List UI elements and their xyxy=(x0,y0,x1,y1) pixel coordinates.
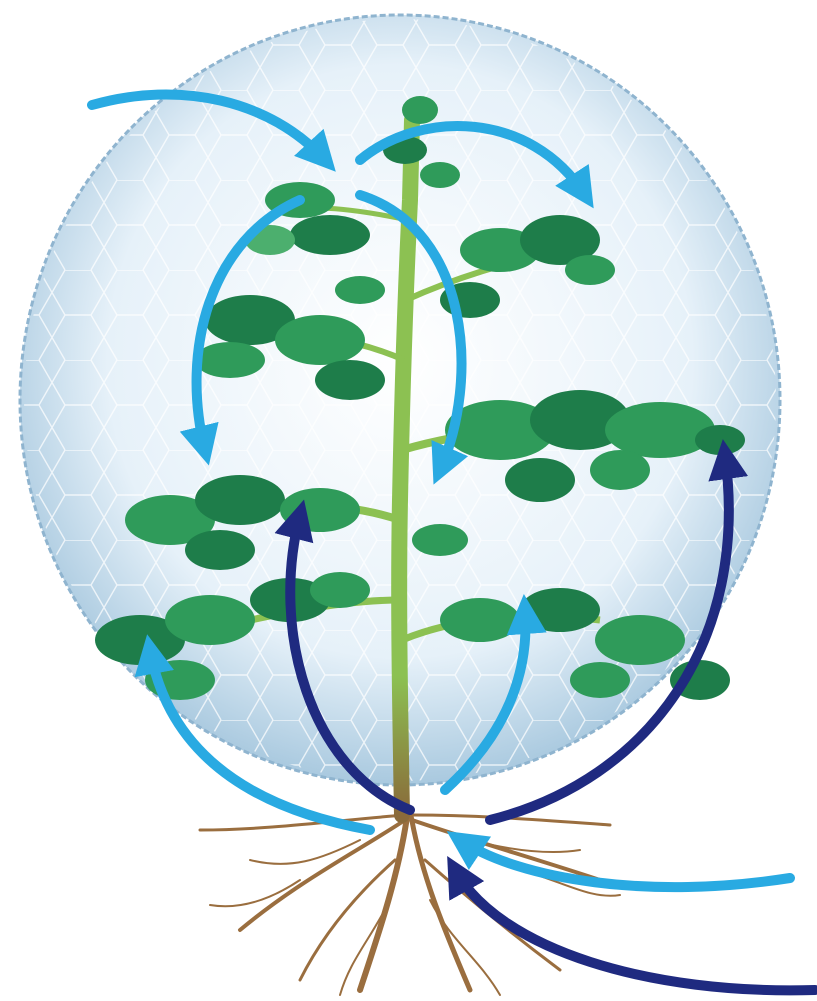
plant-roots xyxy=(200,810,620,995)
arrow-ground-inflow-light xyxy=(460,840,790,887)
